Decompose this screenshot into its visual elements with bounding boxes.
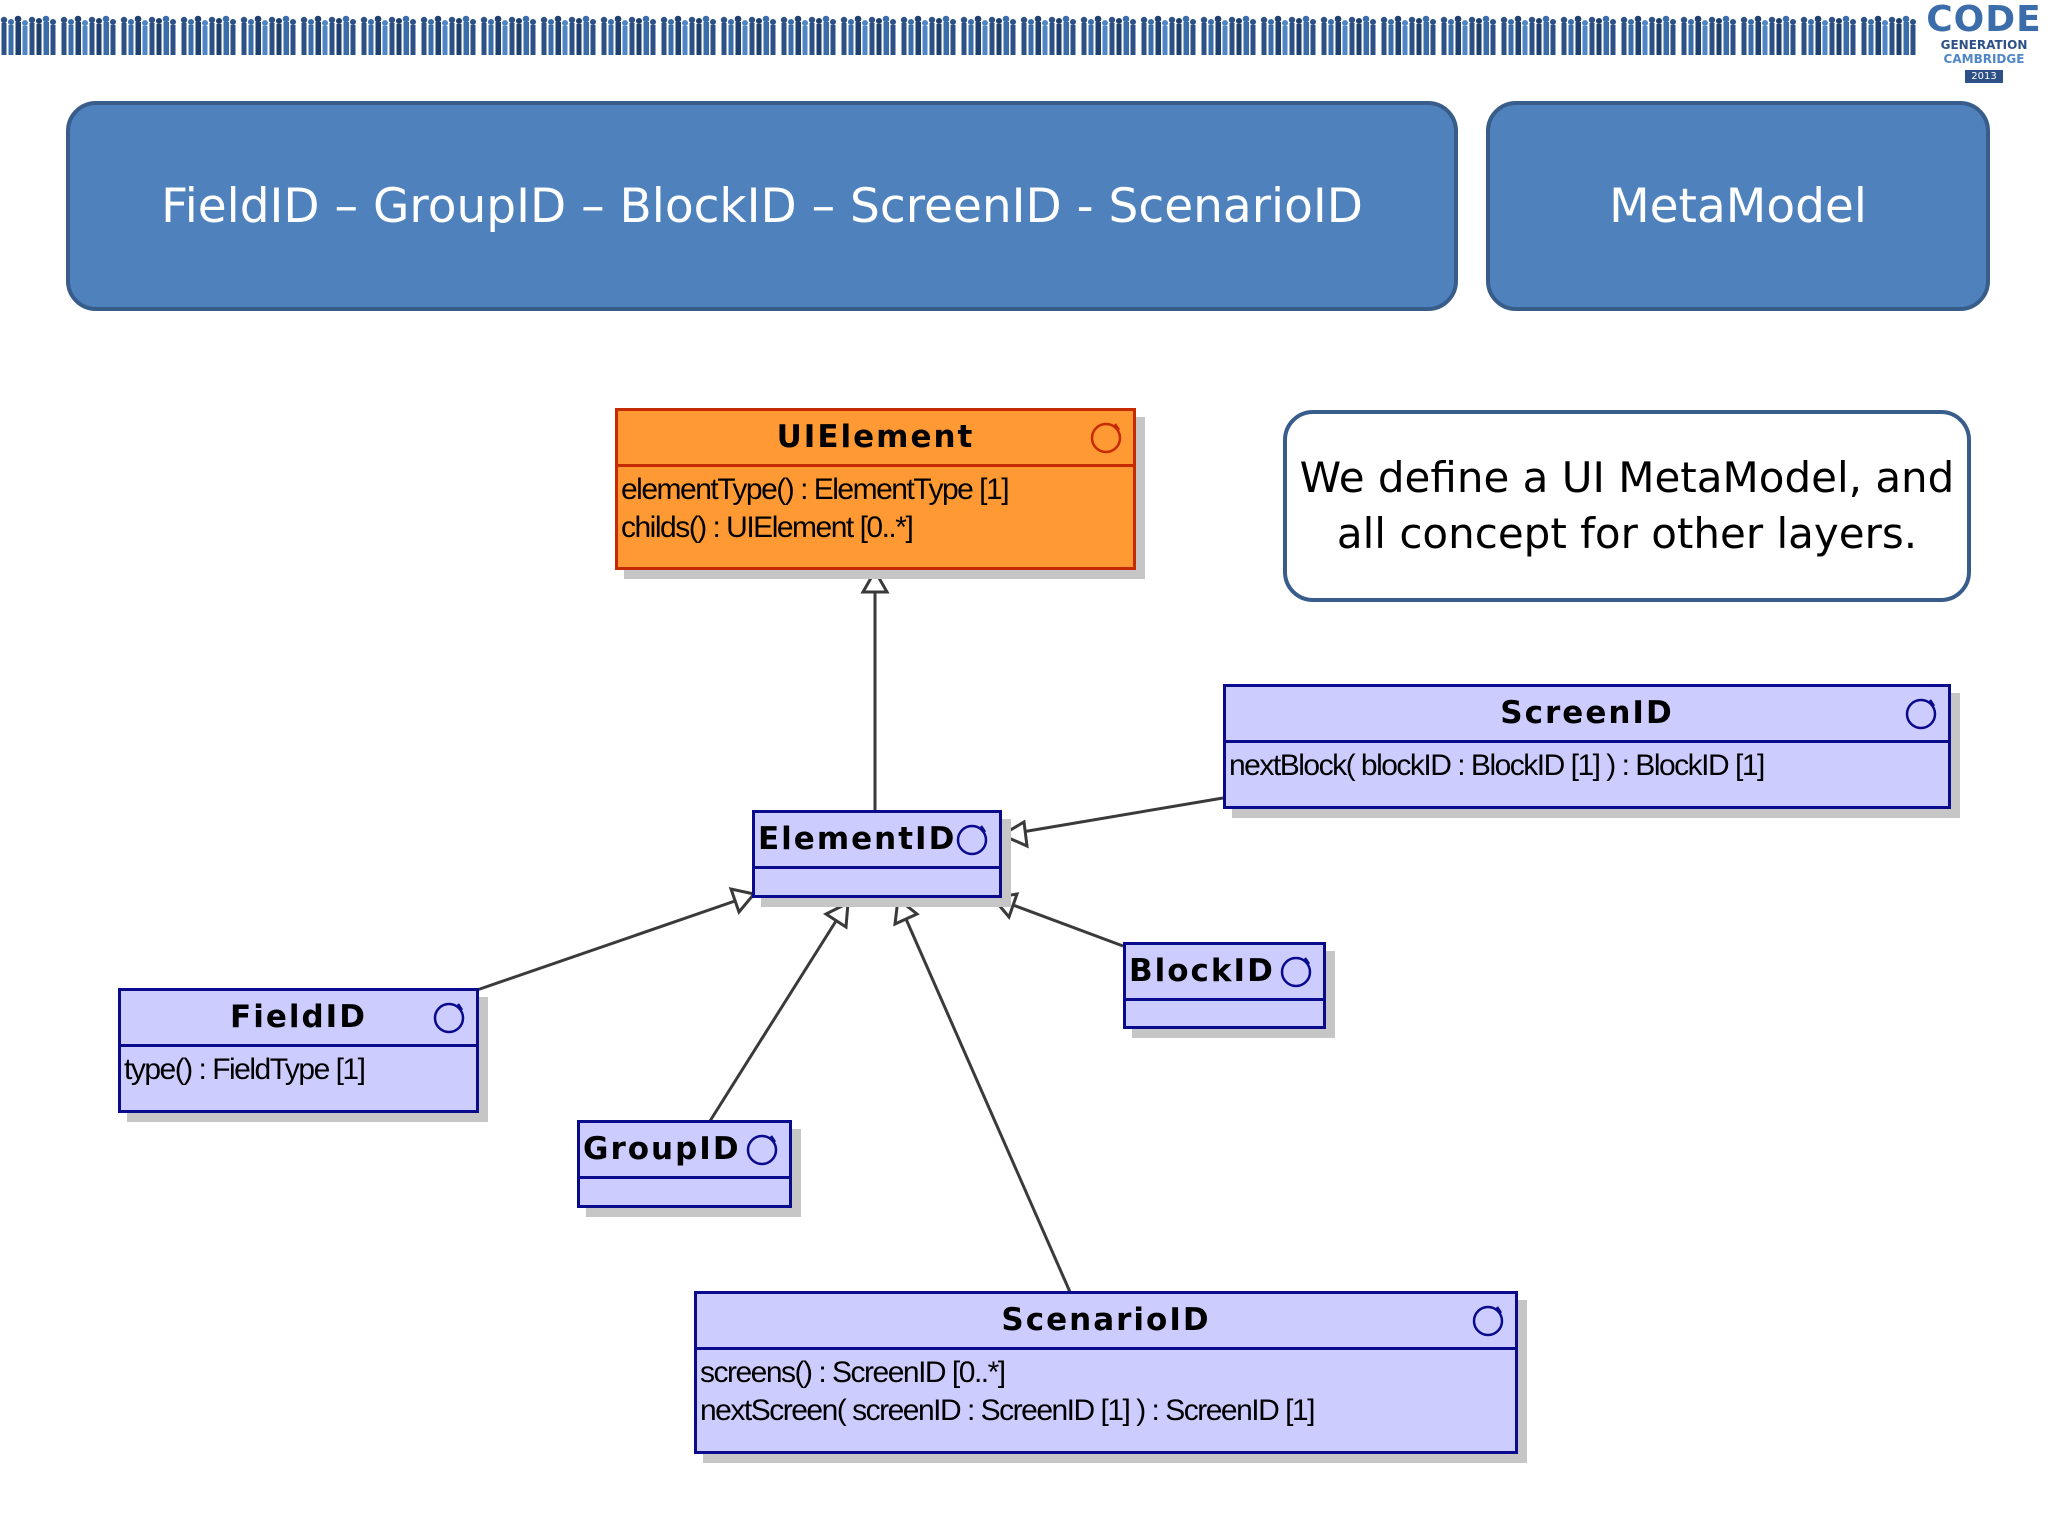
link-groupid-to-elementid (708, 920, 838, 1122)
class-screenid-header: ScreenID (1226, 687, 1948, 743)
operation: screens() : ScreenID [0..*] (700, 1356, 1006, 1389)
class-blockid-header: BlockID (1126, 945, 1323, 1001)
class-elementid-header: ElementID (755, 813, 999, 869)
class-icon (1905, 698, 1937, 730)
class-elementid-name: ElementID (758, 821, 957, 857)
class-scenarioid-name: ScenarioID (1001, 1302, 1211, 1338)
class-icon (1280, 956, 1312, 988)
class-screenid-name: ScreenID (1500, 695, 1674, 731)
link-fieldid-to-elementid (476, 899, 736, 992)
link-screenid-to-elementid (1021, 796, 1224, 834)
class-icon (956, 824, 988, 856)
arrowhead-fieldid (728, 886, 757, 915)
arrowhead-scenarioid (893, 896, 920, 927)
arrowhead-uielement (860, 567, 890, 594)
title-box: FieldID – GroupID – BlockID – ScreenID -… (66, 101, 1458, 311)
operation: nextBlock( blockID : BlockID [1] ) : Blo… (1229, 749, 1765, 782)
class-groupid-header: GroupID (580, 1123, 789, 1179)
metamodel-text: MetaModel (1609, 178, 1867, 234)
class-icon (1472, 1305, 1504, 1337)
class-groupid-name: GroupID (583, 1131, 741, 1167)
title-text: FieldID – GroupID – BlockID – ScreenID -… (161, 178, 1363, 234)
class-icon (433, 1002, 465, 1034)
logo-text-code: CODE (1926, 0, 2042, 40)
operation: type() : FieldType [1] (124, 1053, 366, 1086)
class-fieldid-header: FieldID (121, 991, 476, 1047)
link-blockid-to-elementid (1012, 903, 1124, 948)
operation: nextScreen( screenID : ScreenID [1] ) : … (700, 1394, 1315, 1427)
class-fieldid-name: FieldID (230, 999, 367, 1035)
logo-text-cambridge: CAMBRIDGE (1943, 52, 2025, 66)
metamodel-box: MetaModel (1486, 101, 1990, 311)
class-fieldid[interactable]: FieldID type() : FieldType [1] (118, 988, 479, 1113)
operation: elementType() : ElementType [1] (621, 473, 1010, 506)
link-scenarioid-to-elementid (904, 918, 1072, 1293)
crowd-banner (0, 0, 1920, 66)
class-uielement[interactable]: UIElement elementType() : ElementType [1… (615, 408, 1136, 570)
class-icon (746, 1134, 778, 1166)
class-screenid[interactable]: ScreenID nextBlock( blockID : BlockID [1… (1223, 684, 1951, 809)
class-elementid[interactable]: ElementID (752, 810, 1002, 898)
note-line-2: all concept for other layers. (1336, 509, 1918, 558)
arrowhead-blockid (990, 892, 1020, 920)
arrowhead-groupid (822, 900, 850, 930)
logo-text-generation: GENERATION (1940, 38, 2028, 52)
callout-note: We define a UI MetaModel, and all concep… (1283, 410, 1971, 602)
class-scenarioid[interactable]: ScenarioID screens() : ScreenID [0..*] n… (694, 1291, 1518, 1454)
class-scenarioid-header: ScenarioID (697, 1294, 1515, 1350)
class-icon (1090, 422, 1122, 454)
class-uielement-name: UIElement (776, 419, 975, 455)
note-line-1: We define a UI MetaModel, and (1299, 453, 1955, 502)
arrowhead-screenid (998, 819, 1029, 849)
operation: childs() : UIElement [0..*] (621, 511, 914, 544)
class-groupid[interactable]: GroupID (577, 1120, 792, 1208)
class-blockid[interactable]: BlockID (1123, 942, 1326, 1029)
class-blockid-name: BlockID (1129, 953, 1275, 989)
code-generation-logo: CODE GENERATION CAMBRIDGE 2013 (1924, 2, 2044, 84)
class-uielement-header: UIElement (618, 411, 1133, 467)
logo-text-year: 2013 (1965, 70, 2003, 83)
